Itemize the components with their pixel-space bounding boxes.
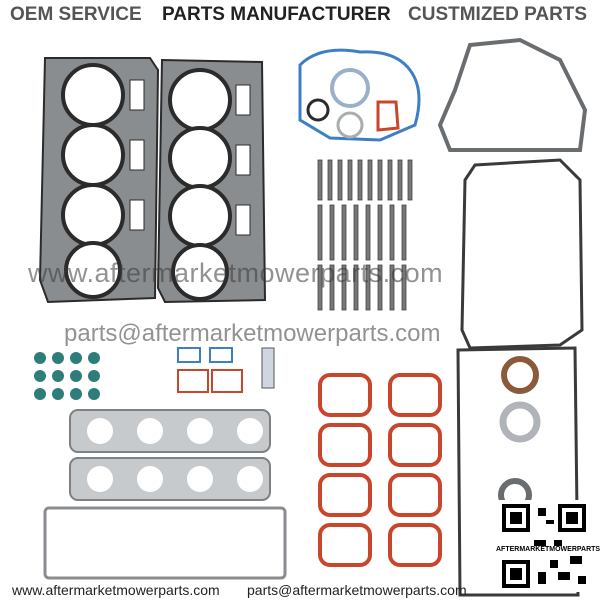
crankshaft-seals: [498, 356, 541, 512]
valve-stem-seals: [34, 352, 100, 400]
intake-manifold-gaskets: [318, 373, 442, 567]
head-bolts: [317, 159, 413, 311]
rear-cover-gasket: [437, 37, 588, 152]
head-gasket-left: [38, 57, 160, 304]
gasket-kit-photo: [34, 37, 588, 597]
oil-pan-gasket-lower: [456, 346, 580, 597]
exhaust-manifold-gaskets: [69, 409, 271, 501]
footer-website[interactable]: www.aftermarketmowerparts.com: [12, 582, 220, 598]
timing-cover-gasket: [298, 48, 421, 142]
footer-email[interactable]: parts@aftermarketmowerparts.com: [247, 582, 467, 598]
head-gasket-right: [156, 58, 267, 304]
banner-oem-service: OEM SERVICE: [10, 4, 142, 25]
watermark-email: parts@aftermarketmowerparts.com: [64, 320, 441, 347]
oil-pan-gasket-upper: [460, 158, 584, 350]
top-banner: OEM SERVICE PARTS MANUFACTURER CUSTMIZED…: [0, 0, 600, 30]
small-gaskets: [177, 347, 275, 393]
valley-cover-gasket: [43, 506, 287, 580]
qr-code-label: AFTERMARKETMOWERPARTS: [496, 546, 600, 553]
banner-customized-parts: CUSTMIZED PARTS: [408, 4, 588, 25]
watermark-website: www.aftermarketmowerparts.com: [28, 258, 444, 288]
banner-parts-manufacturer: PARTS MANUFACTURER: [162, 4, 391, 25]
